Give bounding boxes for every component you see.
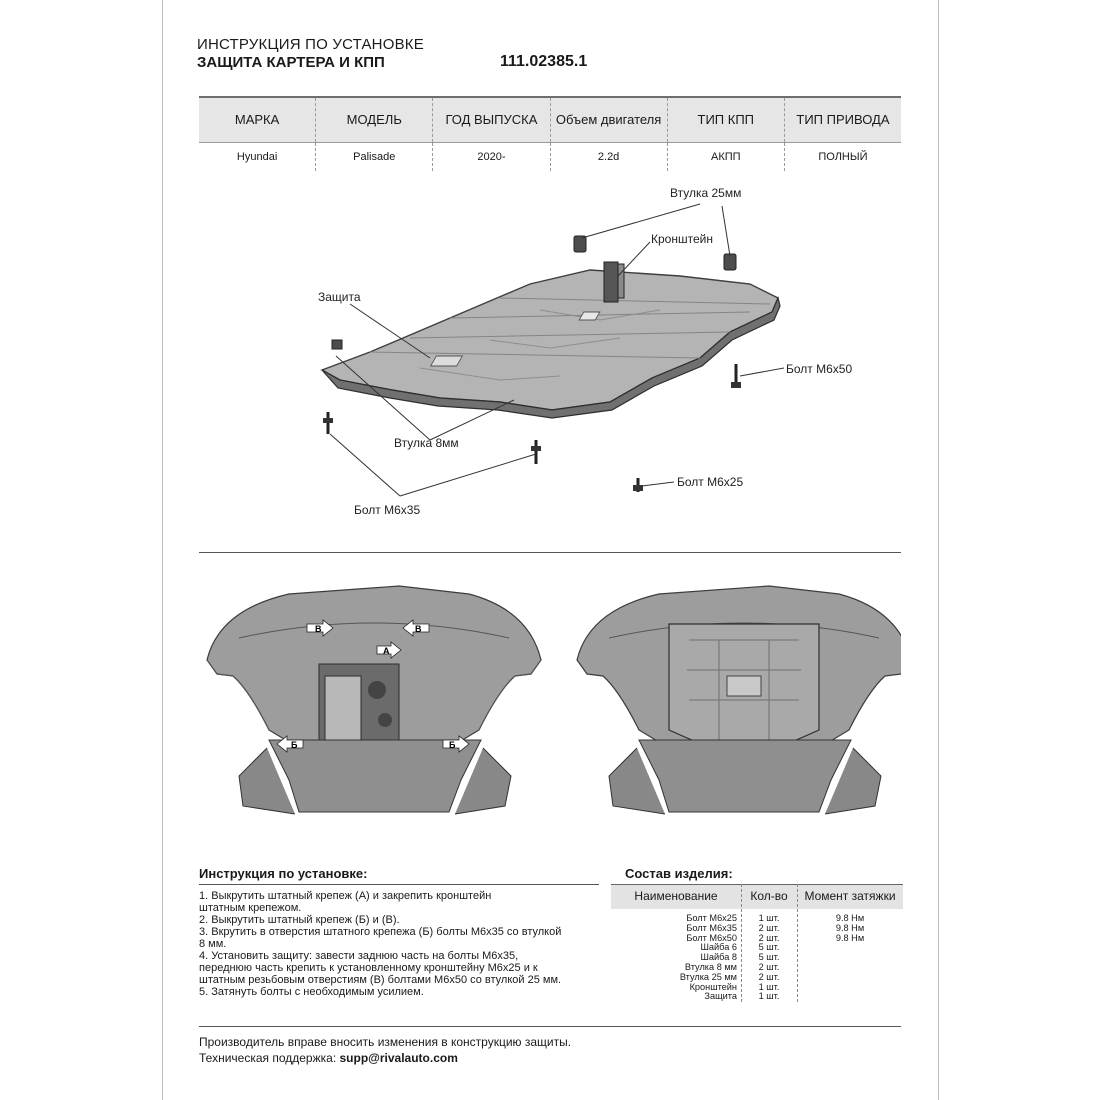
spec-value-gearbox: АКПП [668, 143, 785, 171]
item-qty: 1 шт. [758, 991, 780, 1002]
item-name: Шайба 8 [700, 952, 738, 963]
disclaimer-note: Производитель вправе вносить изменения в… [199, 1026, 901, 1049]
item-qty: 5 шт. [758, 942, 780, 953]
column-divider [797, 884, 798, 1003]
label-bolt-m6x50: Болт М6х50 [786, 362, 853, 376]
label-shield: Защита [318, 290, 361, 304]
composition-table: Наименование Кол-во Момент затяжки Болт … [611, 884, 903, 1003]
instruction-line: 4. Установить защиту: завести заднюю час… [199, 950, 519, 962]
part-number: 111.02385.1 [500, 53, 588, 70]
section-divider [199, 552, 901, 553]
instruction-line: 5. Затянуть болты с необходимым усилием. [199, 986, 424, 998]
underbody-after-view [576, 585, 901, 815]
item-name: Кронштейн [689, 981, 737, 992]
spec-table-header: МАРКА МОДЕЛЬ ГОД ВЫПУСКА Объем двигателя… [199, 96, 901, 143]
composition-title: Состав изделия: [625, 866, 733, 881]
instruction-line: штатным резьбовым отверстиям (В) болтами… [199, 974, 562, 986]
instruction-line: штатным крепежом. [199, 902, 302, 914]
support-email: supp@rivalauto.com [339, 1051, 458, 1065]
support-label: Техническая поддержка: [199, 1051, 340, 1065]
instruction-sheet [162, 0, 939, 1100]
support-line: Техническая поддержка: supp@rivalauto.co… [199, 1051, 458, 1065]
item-name: Втулка 8 мм [684, 961, 737, 972]
marker-b-right: Б [449, 740, 456, 750]
label-bushing-25: Втулка 25мм [670, 186, 742, 200]
composition-header-name: Наименование [634, 889, 718, 904]
item-qty: 2 шт. [758, 922, 780, 933]
item-qty: 2 шт. [758, 961, 780, 972]
spec-value-year: 2020- [433, 143, 551, 171]
item-name: Болт М6х35 [686, 922, 737, 933]
bolt-m6x35-right-part [531, 440, 541, 464]
label-bushing-8: Втулка 8мм [394, 436, 459, 450]
exploded-diagram [320, 203, 785, 497]
spec-header-engine: Объем двигателя [551, 98, 668, 142]
composition-body: Болт М6х25 Болт М6х35 Болт М6х50 Шайба 6… [611, 909, 903, 1002]
instruction-line: 1. Выкрутить штатный крепеж (А) и закреп… [199, 890, 492, 902]
spec-value-model: Palisade [316, 143, 434, 171]
bolt-m6x35-left-part [323, 412, 333, 434]
composition-names: Болт М6х25 Болт М6х35 Болт М6х50 Шайба 6… [611, 913, 741, 1002]
bushing-25-left [573, 235, 587, 253]
composition-header-torque: Момент затяжки [804, 889, 896, 904]
item-torque: 9.8 Нм [835, 932, 865, 943]
item-qty: 1 шт. [758, 913, 780, 923]
marker-v-right: В [415, 624, 422, 634]
spec-value-drive: ПОЛНЫЙ [818, 151, 868, 163]
doc-title: ИНСТРУКЦИЯ ПО УСТАНОВКЕ [197, 36, 424, 53]
marker-v-left: В [315, 624, 322, 634]
bracket-part [603, 261, 625, 303]
shield-plate [320, 269, 781, 419]
item-qty: 1 шт. [758, 981, 780, 992]
item-name: Защита [704, 991, 737, 1002]
spec-header-drive: ТИП ПРИВОДА [796, 112, 890, 127]
instruction-line: переднюю часть крепить к установленному … [199, 962, 538, 974]
marker-a: А [383, 646, 390, 656]
item-name: Шайба 6 [700, 942, 738, 953]
instruction-line: 2. Выкрутить штатный крепеж (Б) и (В). [199, 914, 400, 926]
composition-qtys: 1 шт. 2 шт. 2 шт. 5 шт. 5 шт. 2 шт. 2 шт… [741, 913, 797, 1002]
item-name: Втулка 25 мм [679, 971, 737, 982]
underbody-before-view [206, 585, 542, 815]
instruction-line: 8 мм. [199, 938, 227, 950]
composition-torques: 9.8 Нм 9.8 Нм 9.8 Нм [797, 913, 903, 1002]
item-qty: 2 шт. [758, 932, 780, 943]
bolt-m6x25-part [633, 478, 643, 492]
column-divider [741, 884, 742, 1003]
label-bolt-m6x25: Болт М6х25 [677, 475, 744, 489]
spec-header-model: МОДЕЛЬ [316, 98, 434, 142]
composition-header-qty: Кол-во [750, 889, 788, 904]
marker-b-left: Б [291, 740, 298, 750]
label-bracket: Кронштейн [651, 232, 713, 246]
spec-header-year: ГОД ВЫПУСКА [433, 98, 551, 142]
item-name: Болт М6х50 [686, 932, 737, 943]
spec-table: МАРКА МОДЕЛЬ ГОД ВЫПУСКА Объем двигателя… [199, 96, 901, 171]
item-name: Болт М6х25 [686, 913, 737, 923]
spec-value-brand: Hyundai [199, 143, 317, 171]
instructions-title: Инструкция по установке: [199, 866, 368, 881]
item-torque: 9.8 Нм [835, 913, 865, 923]
leader-lines [329, 203, 785, 497]
bolt-m6x50-part [731, 364, 741, 388]
item-qty: 2 шт. [758, 971, 780, 982]
label-bolt-m6x35: Болт М6х35 [354, 503, 421, 517]
spec-header-gearbox: ТИП КПП [668, 98, 785, 142]
instruction-line: 3. Вкрутить в отверстия штатного крепежа… [199, 926, 562, 938]
instructions-list: 1. Выкрутить штатный крепеж (А) и закреп… [199, 884, 599, 998]
item-torque: 9.8 Нм [835, 922, 865, 933]
product-title: ЗАЩИТА КАРТЕРА И КПП [197, 54, 385, 71]
spec-table-row: Hyundai Palisade 2020- 2.2d АКПП ПОЛНЫЙ [199, 143, 901, 171]
spec-value-engine: 2.2d [551, 143, 668, 171]
bushing-25-right [723, 253, 737, 271]
item-qty: 5 шт. [758, 952, 780, 963]
bushing-8-part [331, 339, 343, 350]
spec-header-brand: МАРКА [199, 98, 317, 142]
composition-header: Наименование Кол-во Момент затяжки [611, 884, 903, 909]
underbody-views: В В А Б Б [206, 585, 901, 815]
